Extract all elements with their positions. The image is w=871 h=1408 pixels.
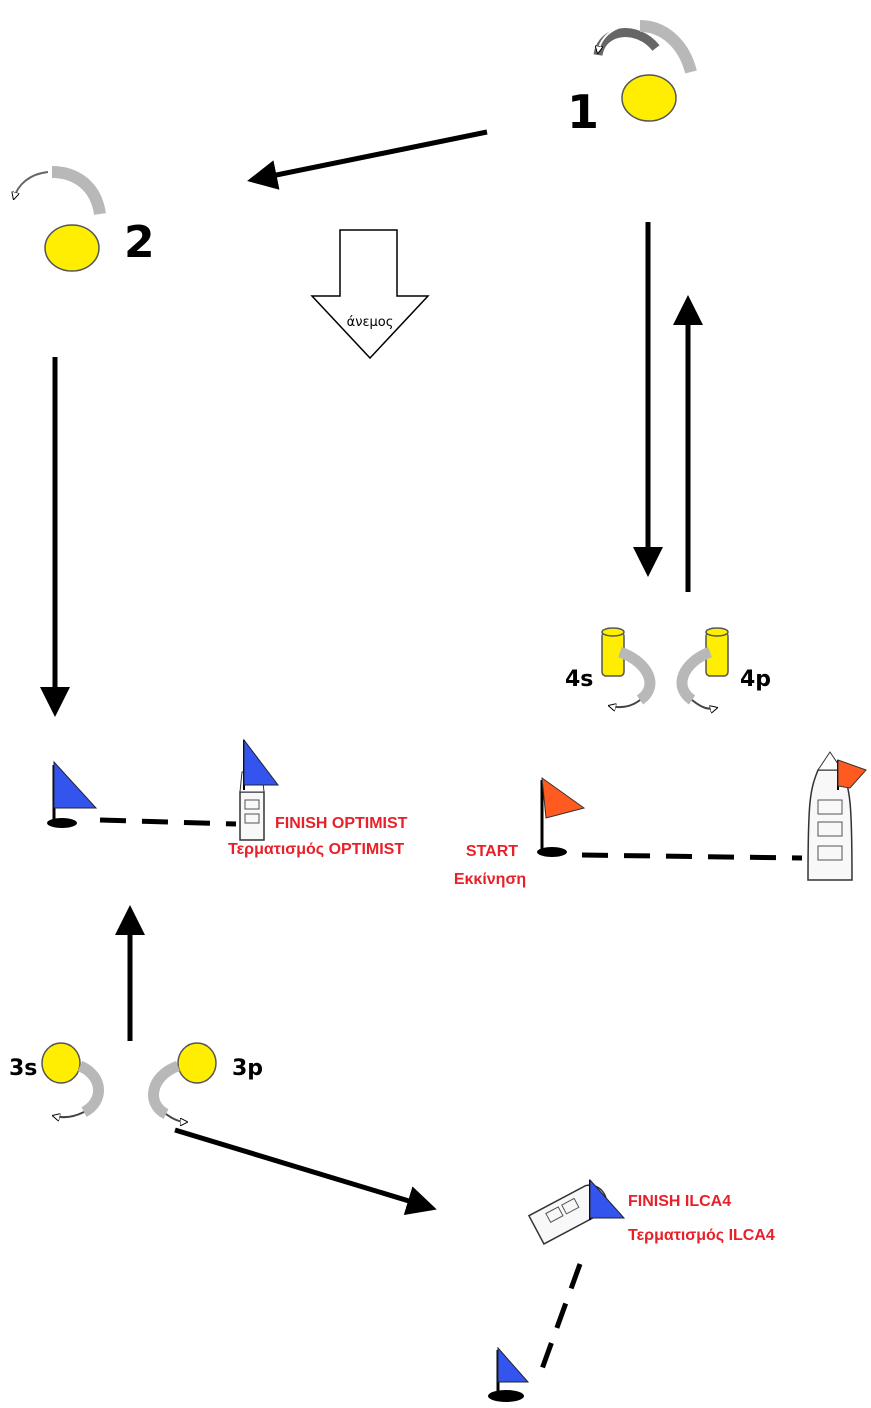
wind-label: άνεμος [347,315,394,330]
start-greek-label: Εκκίνηση [454,871,526,888]
mark-4p-label: 4p [740,667,771,692]
start-label: START [466,843,518,860]
rounding-arrow-icon [148,1060,181,1119]
wind-arrow: άνεμος [310,229,430,360]
mark-1-label: 1 [567,85,599,139]
mark-1: 1 [567,20,697,139]
mark-3s: 3s [9,1042,104,1117]
mark-2: 2 [14,166,155,272]
start-line: START Εκκίνηση [454,751,867,888]
mark-2-label: 2 [124,217,155,268]
mark-4p: 4p [676,627,771,709]
mark-3s-label: 3s [9,1056,37,1081]
finish-ilca-greek-label: Τερματισμός ILCA4 [628,1227,775,1244]
optimist-finish-line: FINISH OPTIMIST Τερματισμός OPTIMIST [47,738,408,858]
start-flag-icon [837,759,867,789]
finish-optimist-greek-label: Τερματισμός OPTIMIST [228,841,404,858]
buoy-icon [621,74,677,122]
leg-arrow-3-to-ilca-finish [174,1127,437,1216]
ilca-finish-line: FINISH ILCA4 Τερματισμός ILCA4 [488,1178,775,1402]
leg-arrow-1-to-2 [247,129,488,190]
mark-4s-label: 4s [565,667,593,692]
rounding-arrow-icon [617,646,656,705]
rounding-arrow-icon [676,646,713,705]
mark-4s: 4s [565,627,656,707]
finish-flag-icon [589,1178,626,1219]
finish-flag-icon [497,1346,530,1383]
mark-3p-label: 3p [232,1056,263,1081]
buoy-icon [41,1042,81,1084]
buoy-icon [44,224,100,272]
rounding-arrow-icon [77,1060,104,1117]
finish-flag-icon [53,760,98,809]
mark-3p: 3p [148,1042,263,1122]
buoy-icon [177,1042,217,1084]
finish-ilca-label: FINISH ILCA4 [628,1193,731,1210]
start-flag-icon [541,776,586,819]
finish-flag-icon [243,738,280,786]
finish-optimist-label: FINISH OPTIMIST [275,815,408,832]
rounding-arrow-icon [51,166,106,216]
